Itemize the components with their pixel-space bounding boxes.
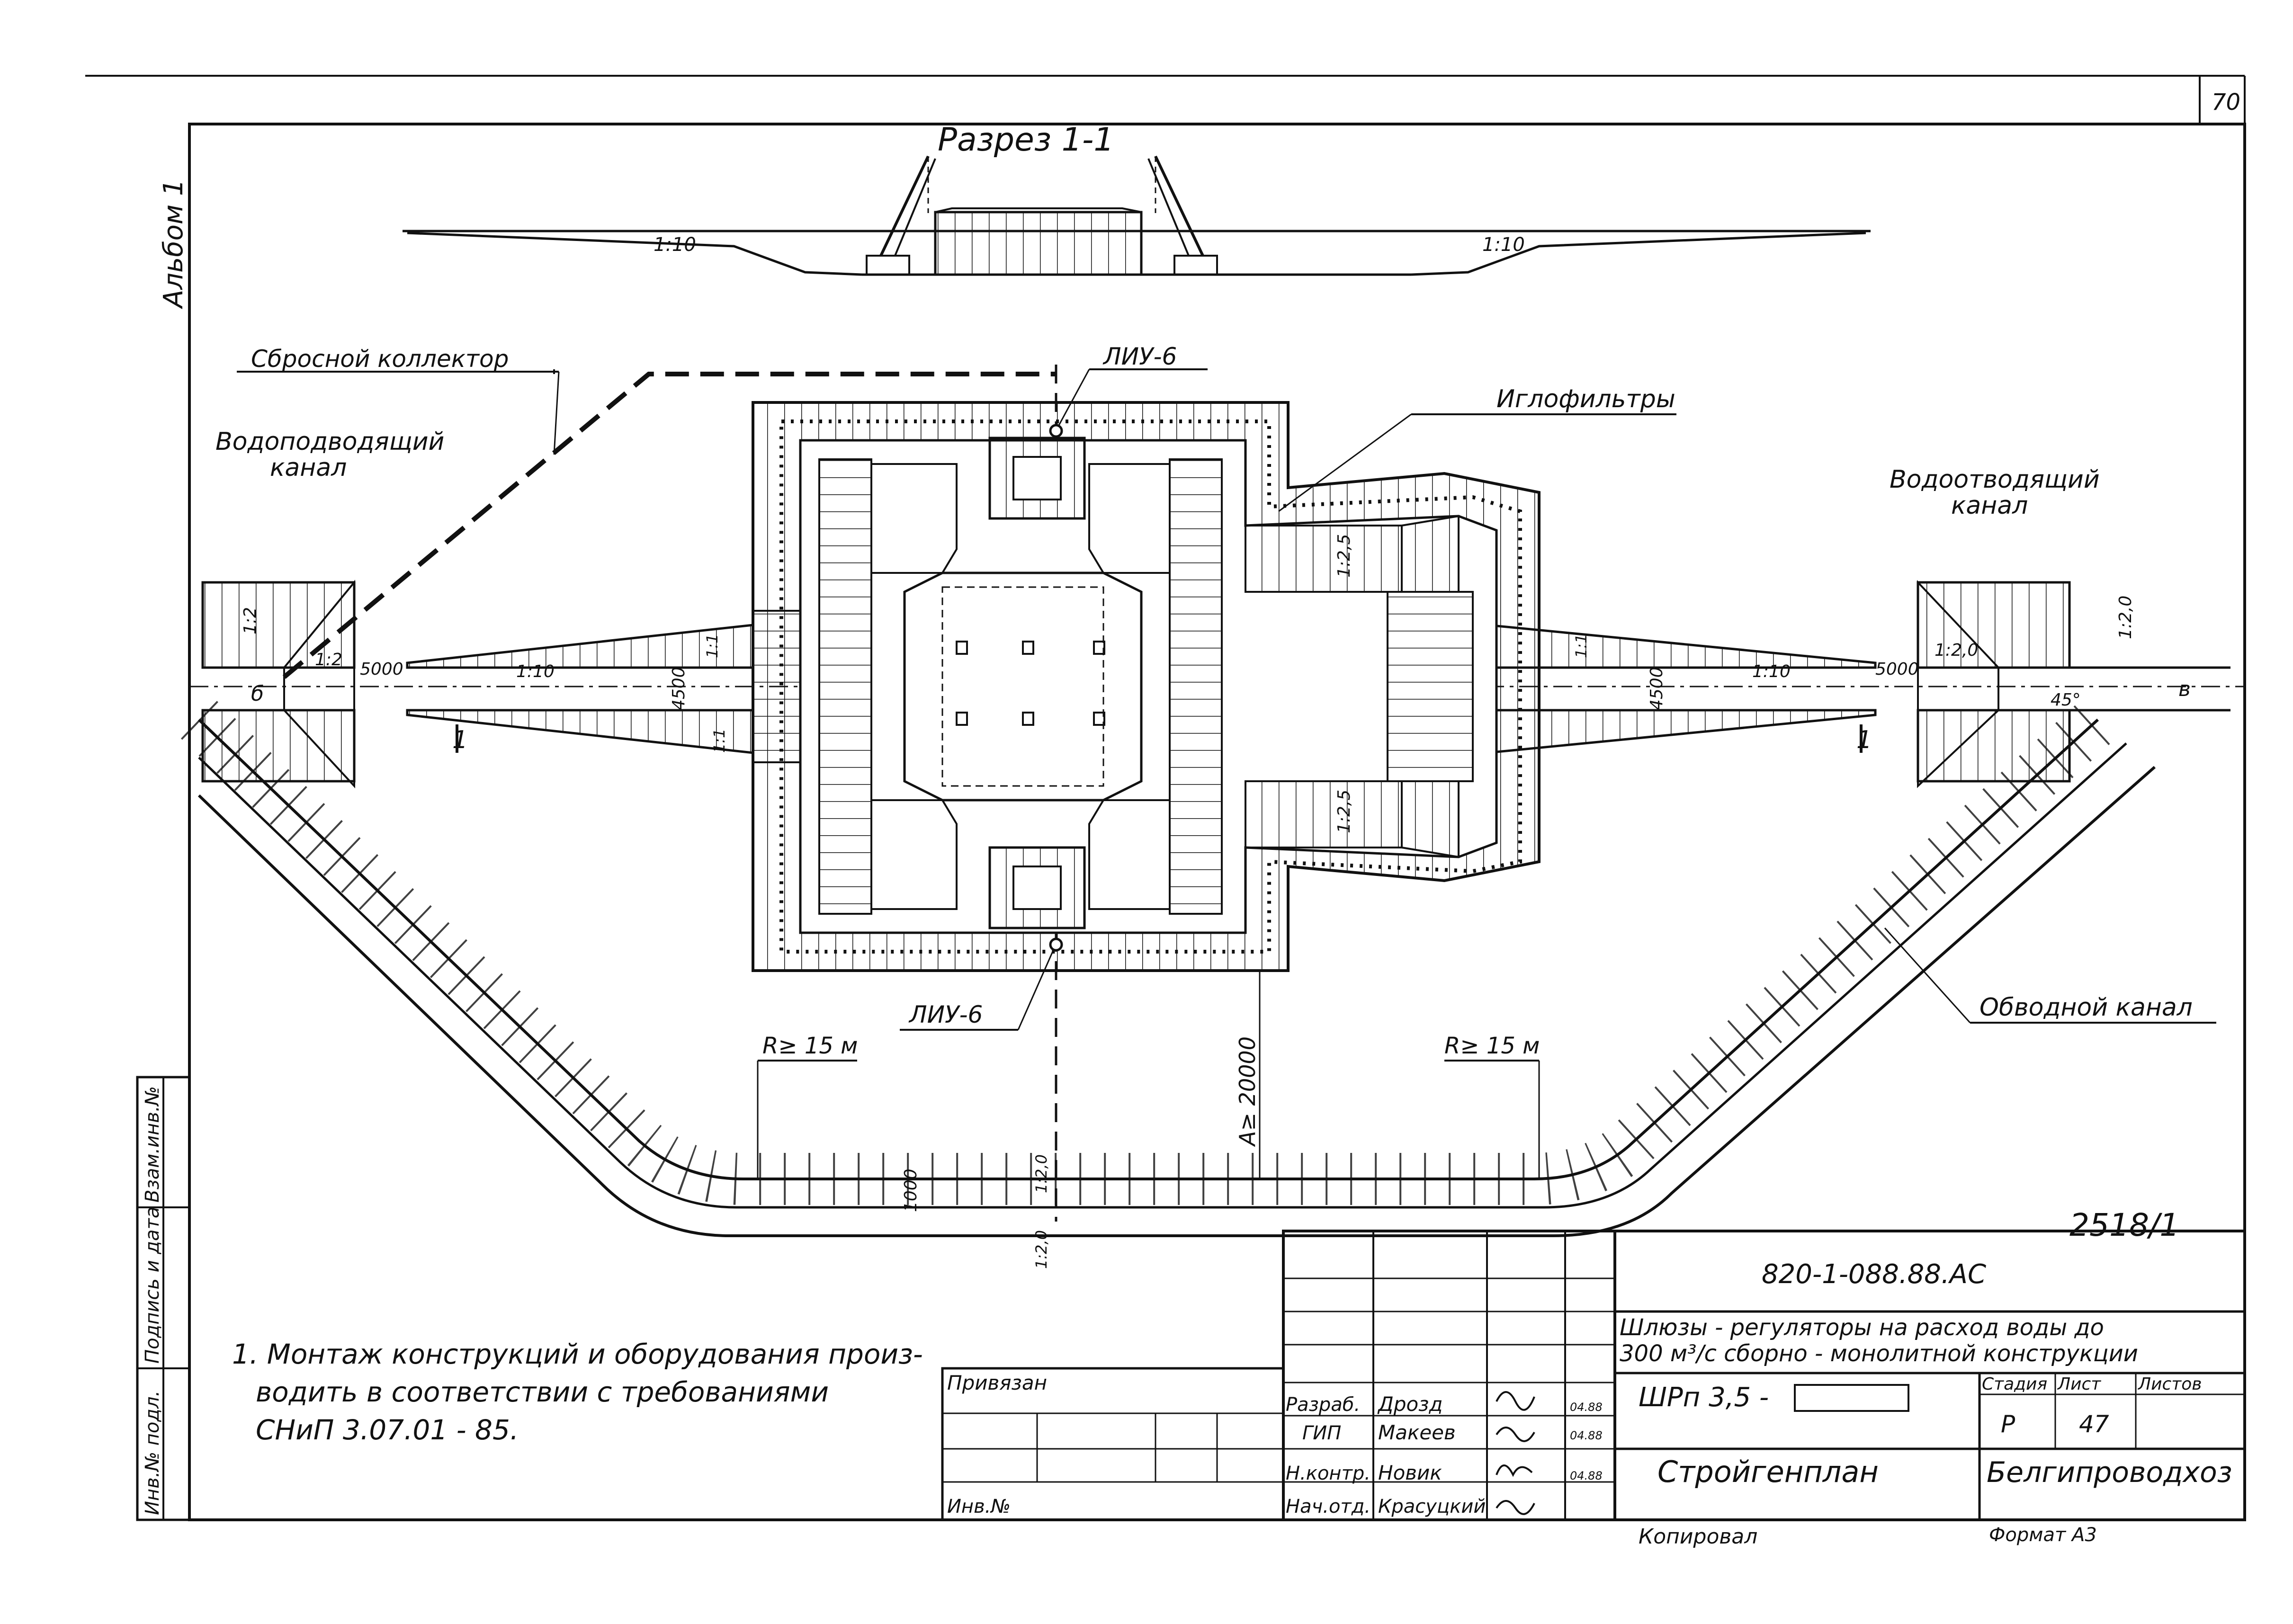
b-right-label: в: [2178, 677, 2191, 701]
section-mark-left: 1: [452, 726, 468, 754]
side-inv-podl: Инв.№ подл.: [142, 1391, 163, 1515]
role-1: Разраб.: [1286, 1394, 1360, 1416]
side-podpis: Подпись и дата: [142, 1207, 163, 1364]
note-line-3: СНиП 3.07.01 - 85.: [256, 1414, 519, 1446]
section-view: [403, 155, 1871, 276]
slope-label: 1:1: [1572, 634, 1590, 659]
role-2: ГИП: [1302, 1422, 1341, 1444]
inv-no-label: Инв.№: [947, 1496, 1011, 1517]
needle-filters-label: Иглофильтры: [1496, 385, 1675, 413]
title-block: [941, 1230, 2246, 1521]
doc-code: 820-1-088.88.АС: [1762, 1259, 1986, 1290]
role-3: Н.контр.: [1286, 1463, 1370, 1484]
signature-marks: [1496, 1391, 1535, 1515]
section-slope-right: 1:10: [1482, 234, 1525, 256]
dim-4500-left-label: 4500: [669, 667, 689, 710]
radius-left-label: R≥ 15 м: [762, 1033, 858, 1059]
slope-label: 1:10: [1752, 662, 1791, 681]
date-2: 04.88: [1570, 1429, 1603, 1442]
doc-stamp: 2518/1: [2069, 1207, 2179, 1243]
slope-label: 1:2,5: [1335, 790, 1354, 833]
inlet-canal-label-1: Водоподводящий: [215, 428, 444, 456]
sheet-value: 47: [2079, 1410, 2109, 1438]
discharge-collector-label: Сбросной коллектор: [251, 345, 509, 373]
slope-label: 1:2,0: [1032, 1154, 1050, 1193]
crane-left-icon: [866, 155, 936, 276]
title-line-2: 300 м³/с сборно - монолитной конструкции: [1620, 1340, 2138, 1367]
slope-label: 1:2,0: [1935, 641, 1978, 660]
name-4: Красуцкий: [1378, 1496, 1486, 1517]
series-input-box: [1794, 1384, 1909, 1412]
bypass-canal-label: Обводной канал: [1980, 993, 2193, 1022]
slope-label: 1:2,5: [1335, 534, 1354, 578]
title-line-1: Шлюзы - регуляторы на расход воды до: [1620, 1314, 2104, 1341]
dim-a-label: А≥ 20000: [1235, 1036, 1260, 1147]
slope-label: 1:2: [241, 607, 260, 634]
slope-label: 1:2,0: [2116, 596, 2135, 639]
page-number: 70: [2212, 89, 2240, 116]
crane-right-icon: [1147, 155, 1218, 276]
format-label: Формат А3: [1989, 1524, 2097, 1546]
side-vzam: Взам.инв.№: [142, 1086, 163, 1203]
slope-label: 1:2: [315, 650, 342, 669]
note-line-1: 1. Монтаж конструкций и оборудования про…: [232, 1338, 923, 1370]
drawing-name: Стройгенплан: [1657, 1454, 1879, 1489]
role-4: Нач.отд.: [1286, 1496, 1370, 1517]
outlet-canal-label-2: канал: [1951, 491, 2028, 520]
slope-label: 1:1: [703, 634, 721, 659]
inlet-canal-label-2: канал: [270, 454, 347, 482]
note-line-2: водить в соответствии с требованиями: [256, 1376, 829, 1408]
slope-label: 1:10: [516, 662, 555, 681]
b-left-label: б: [251, 682, 264, 706]
angle-45-label: 45°: [2051, 690, 2081, 710]
privyazan-label: Привязан: [947, 1371, 1047, 1394]
slope-label: 1:1: [710, 729, 728, 753]
sheets-header: Листов: [2137, 1374, 2202, 1394]
date-1: 04.88: [1570, 1401, 1603, 1414]
section-mark-right: 1: [1856, 726, 1872, 754]
sheet-header: Лист: [2057, 1374, 2101, 1394]
copied-by: Копировал: [1639, 1525, 1757, 1549]
liu-bottom-label: ЛИУ-6: [908, 1001, 983, 1028]
slope-label: 1:2,0: [1032, 1230, 1050, 1269]
dim-5000-left-label: 5000: [360, 660, 403, 679]
plan-view: [180, 365, 2245, 1237]
dim-1000-label: 1000: [901, 1169, 921, 1212]
liu-top-marker: [1049, 424, 1063, 438]
name-3: Новик: [1378, 1461, 1442, 1484]
section-title: Разрез 1-1: [938, 121, 1114, 159]
stage-value: Р: [2001, 1410, 2015, 1438]
name-1: Дрозд: [1377, 1392, 1443, 1416]
series-label: ШРп 3,5 -: [1639, 1382, 1769, 1413]
dim-5000-right-label: 5000: [1875, 660, 1919, 679]
date-3: 04.88: [1570, 1469, 1603, 1482]
name-2: Макеев: [1378, 1421, 1456, 1444]
radius-right-label: R≥ 15 м: [1444, 1033, 1540, 1059]
album-label: Альбом 1: [158, 179, 189, 309]
liu-top-label: ЛИУ-6: [1102, 343, 1177, 370]
stage-header: Стадия: [1982, 1374, 2047, 1394]
organization: Белгипроводхоз: [1987, 1456, 2232, 1489]
liu-bottom-marker: [1049, 937, 1063, 952]
dim-4500-right-label: 4500: [1647, 667, 1666, 710]
section-slope-left: 1:10: [654, 234, 696, 256]
outlet-canal-label-1: Водоотводящий: [1890, 465, 2100, 494]
side-stamp-strip: [136, 1076, 191, 1521]
